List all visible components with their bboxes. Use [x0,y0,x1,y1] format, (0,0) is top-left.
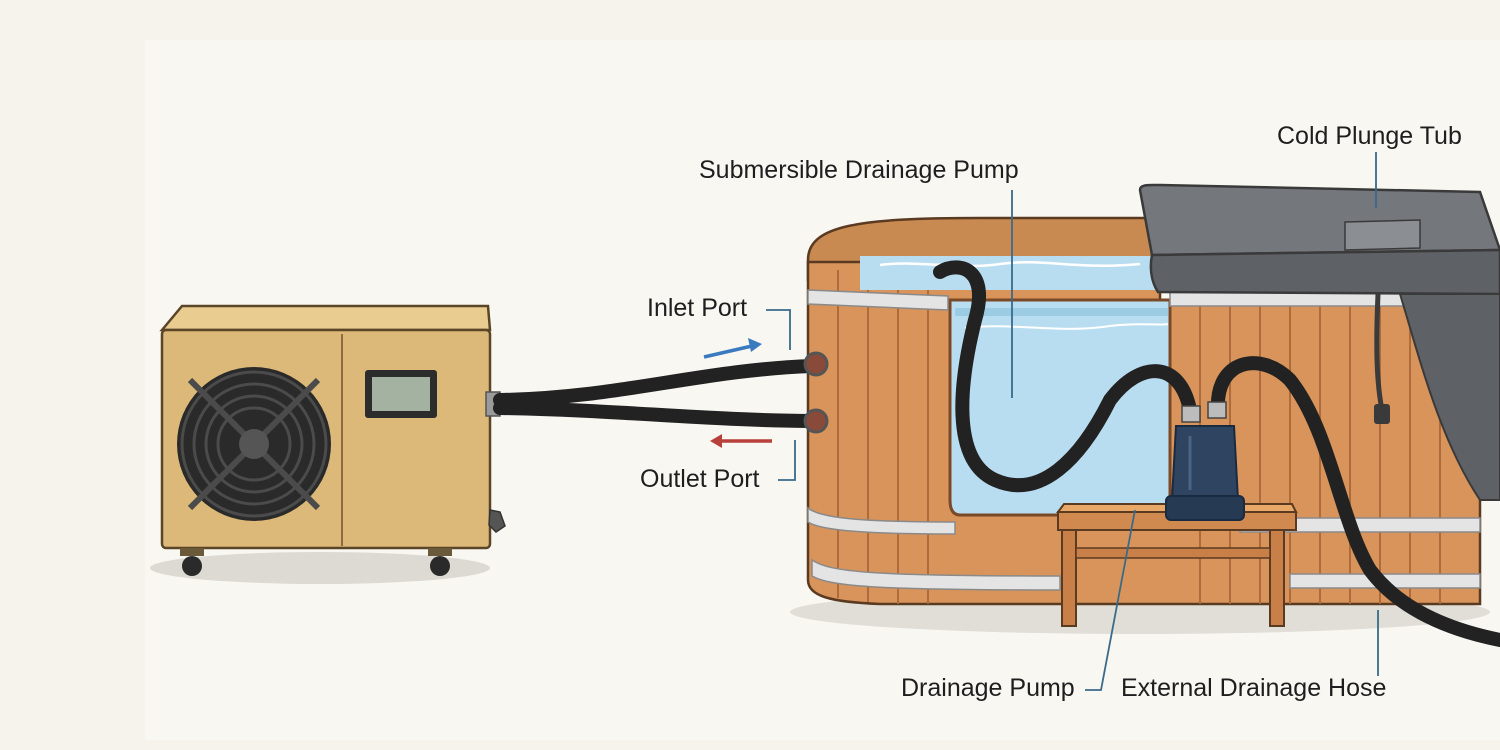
chiller-hoses [493,359,819,428]
leader-drainage-pump [1085,509,1136,691]
submersible-pump [1165,401,1245,521]
label-drainage-pump: Drainage Pump [901,674,1075,702]
cold-plunge-tub [803,216,1482,606]
label-external-drainage-hose: External Drainage Hose [1121,674,1387,702]
leader-inlet-port [766,309,791,350]
outlet-port-fitting [803,408,829,434]
fan-icon [177,367,331,521]
inlet-port-fitting [803,351,829,377]
leader-outlet-port [778,440,796,481]
wheel-icon [182,556,202,576]
chiller-unit [159,304,506,576]
inlet-flow-arrow-icon [703,338,762,359]
drain-hoses [933,260,1500,647]
chiller-shadow [150,552,490,584]
leader-lines [766,152,1379,691]
wheel-icon [430,556,450,576]
label-cold-plunge-tub: Cold Plunge Tub [1277,122,1462,150]
label-submersible-drainage-pump: Submersible Drainage Pump [699,156,1019,184]
tub-cover [1138,183,1500,501]
drain-valve-icon [488,509,506,533]
label-inlet-port: Inlet Port [647,294,748,322]
outlet-flow-arrow-icon [710,434,772,448]
label-outlet-port: Outlet Port [640,465,760,493]
